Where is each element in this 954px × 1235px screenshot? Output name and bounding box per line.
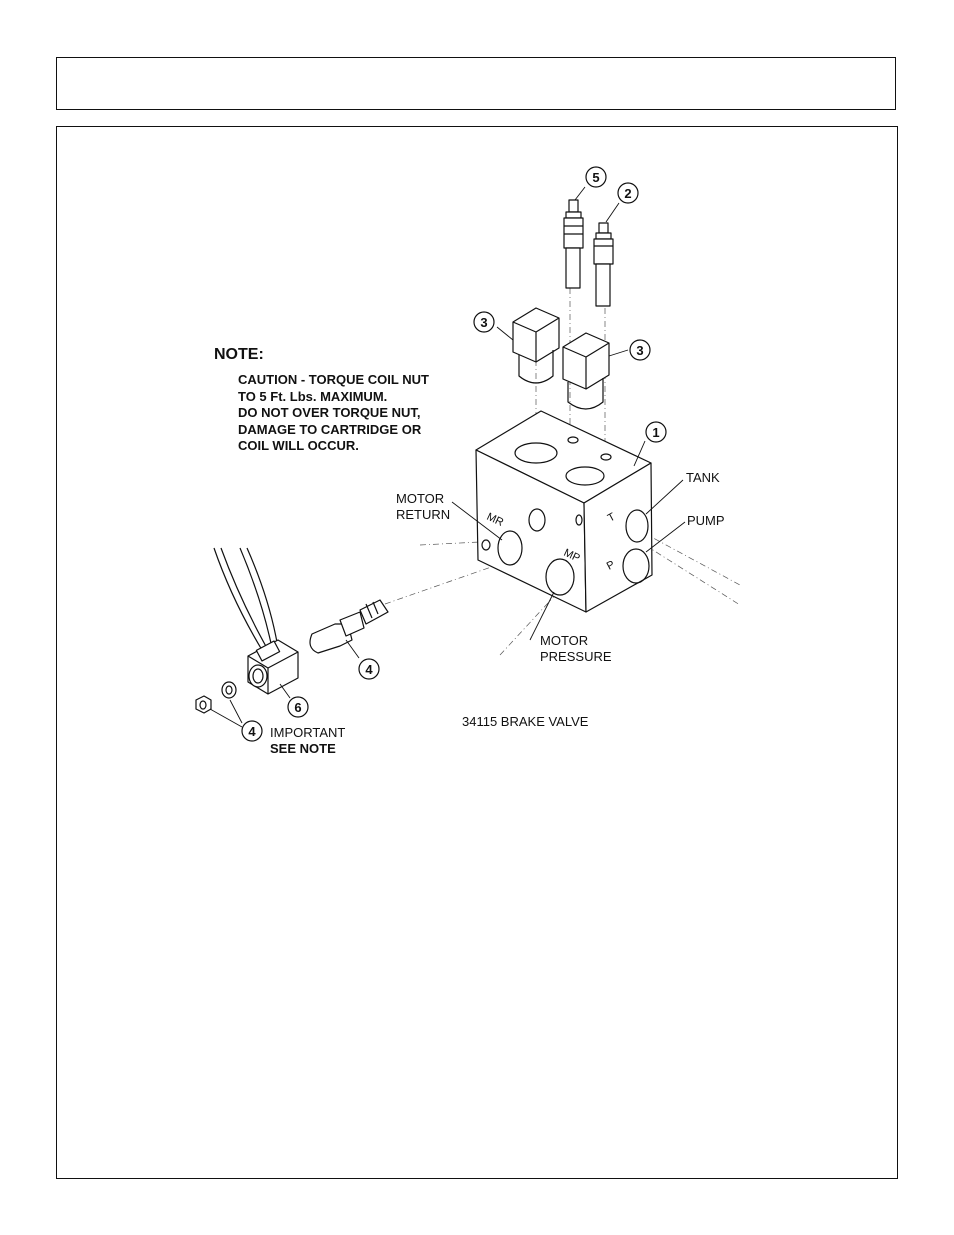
coil-nut-washer [195, 681, 237, 714]
note-line: DAMAGE TO CARTRIDGE OR [238, 421, 422, 437]
callout-3-left: 3 [480, 315, 487, 330]
plug-left [512, 307, 560, 384]
fitting-2 [593, 222, 614, 307]
label-motor-return: MOTOR RETURN [396, 491, 451, 522]
valve-block [475, 410, 653, 613]
callout-5: 5 [592, 170, 599, 185]
callout-circles [241, 166, 667, 742]
label-pump: PUMP [687, 513, 725, 528]
solenoid-coil [213, 547, 299, 695]
callout-3-right: 3 [636, 343, 643, 358]
callout-2: 2 [624, 186, 631, 201]
callout-6: 6 [294, 700, 301, 715]
fitting-5 [563, 199, 584, 289]
leader-lines [209, 186, 686, 728]
port-mark-t: T [606, 511, 618, 525]
label-motor-pressure: MOTOR PRESSURE [540, 633, 612, 664]
plug-right [562, 332, 610, 410]
solenoid-cartridge [309, 599, 389, 654]
callout-4-nut: 4 [248, 724, 256, 739]
note-line: CAUTION - TORQUE COIL NUT [238, 372, 429, 387]
content-box [56, 126, 898, 1179]
note-heading: NOTE: [214, 346, 264, 363]
note-text: CAUTION - TORQUE COIL NUT TO 5 Ft. Lbs. … [238, 372, 429, 455]
note-line: COIL WILL OCCUR. [238, 438, 359, 453]
note-line: DO NOT OVER TORQUE NUT, [238, 405, 421, 420]
diagram-caption: 34115 BRAKE VALVE [462, 714, 589, 729]
label-important: IMPORTANT SEE NOTE [270, 725, 346, 756]
header-box [56, 57, 896, 110]
callout-1: 1 [652, 425, 659, 440]
callout-4-cartridge: 4 [365, 662, 373, 677]
note-line: TO 5 Ft. Lbs. MAXIMUM. [238, 388, 388, 404]
label-tank: TANK [686, 470, 720, 485]
